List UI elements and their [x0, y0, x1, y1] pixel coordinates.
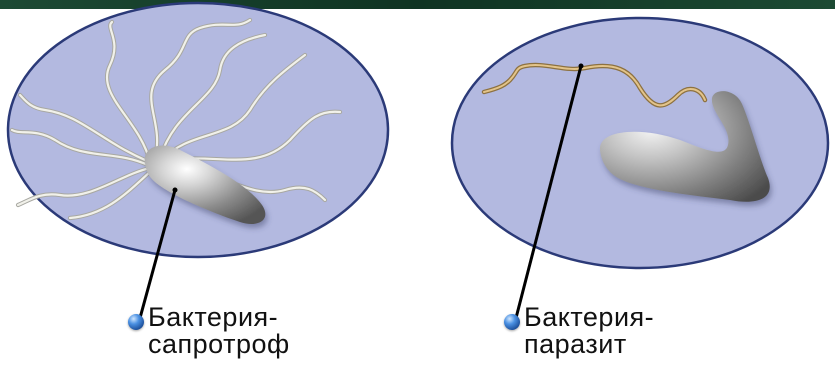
saprotroph-pointer-dot: [173, 188, 178, 193]
saprotroph-bullet-icon: [128, 314, 144, 330]
top-banner: [0, 0, 835, 9]
parasite-label: Бактерия- паразит: [524, 304, 654, 358]
saprotroph-label-line1: Бактерия-: [148, 304, 290, 331]
saprotroph-label-line2: сапротроф: [148, 331, 290, 358]
parasite-label-line1: Бактерия-: [524, 304, 654, 331]
parasite-pointer-dot: [579, 64, 584, 69]
saprotroph-label: Бактерия- сапротроф: [148, 304, 290, 358]
saprotroph-panel: [8, 3, 388, 318]
parasite-panel: [452, 18, 828, 318]
saprotroph-circle: [8, 3, 388, 257]
parasite-bullet-icon: [504, 314, 520, 330]
parasite-label-line2: паразит: [524, 331, 654, 358]
